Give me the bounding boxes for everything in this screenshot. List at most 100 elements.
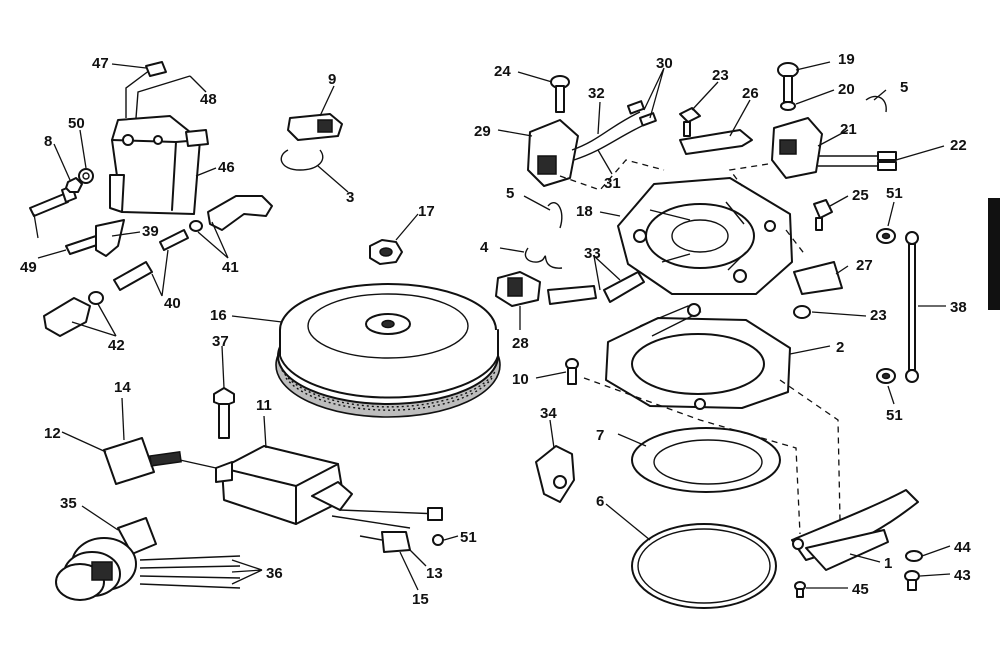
- bracket-screw-part: [793, 305, 811, 319]
- callout-40: 40: [164, 295, 181, 312]
- flywheel-nut-part: [369, 239, 403, 265]
- power-pack-part: [215, 445, 443, 529]
- rod-nut-top-part: [876, 228, 896, 244]
- rod-nut-bottom-part: [876, 368, 896, 384]
- callout-26: 26: [742, 85, 759, 102]
- base-screw-part: [813, 199, 833, 231]
- flywheel-part: [275, 283, 501, 418]
- callout-18: 18: [576, 203, 593, 220]
- sensor-screw-left-part: [550, 75, 570, 113]
- cap-part: [495, 271, 541, 307]
- spark-plug-boot-part: [43, 291, 104, 337]
- callout-5-right: 5: [900, 79, 908, 96]
- callout-48: 48: [200, 91, 217, 108]
- callout-49: 49: [20, 259, 37, 276]
- callout-23-top: 23: [712, 67, 729, 84]
- clip-right-part: [865, 95, 887, 113]
- throttle-arm-part: [791, 489, 919, 571]
- arm-screw-part: [904, 570, 920, 591]
- callout-41: 41: [222, 259, 239, 276]
- callout-11: 11: [256, 397, 272, 414]
- callout-51-bottom: 51: [886, 407, 903, 424]
- callout-7: 7: [596, 427, 604, 444]
- callout-21: 21: [840, 121, 857, 138]
- callout-23-bottom: 23: [870, 307, 887, 324]
- plate-screw-part: [565, 358, 579, 385]
- callout-13: 13: [426, 565, 443, 582]
- callout-1: 1: [884, 555, 892, 572]
- callout-20: 20: [838, 81, 855, 98]
- callout-32: 32: [588, 85, 605, 102]
- callout-30: 30: [656, 55, 673, 72]
- callout-47: 47: [92, 55, 109, 72]
- cam-follower-part: [535, 445, 575, 503]
- bracket-part: [793, 261, 843, 295]
- callout-17: 17: [418, 203, 435, 220]
- link-rod-long-part: [905, 231, 919, 383]
- callout-labels: 47 48 8 50 46 39 49 41 40 42 9 3 17 16 3…: [20, 51, 971, 608]
- callout-25: 25: [852, 187, 869, 204]
- callout-5-left: 5: [506, 185, 514, 202]
- callout-27: 27: [856, 257, 873, 274]
- callout-3: 3: [346, 189, 354, 206]
- timer-base-part: [617, 177, 793, 295]
- pack-bolt-part: [213, 387, 235, 439]
- callout-31: 31: [604, 175, 621, 192]
- callout-15: 15: [412, 591, 429, 608]
- callout-28: 28: [512, 335, 529, 352]
- callout-50: 50: [68, 115, 85, 132]
- callout-33: 33: [584, 245, 601, 262]
- tube-part: [547, 271, 645, 305]
- clamp-screw-part: [65, 219, 125, 257]
- sensor-coil-left-part: [527, 100, 657, 187]
- callout-43: 43: [954, 567, 971, 584]
- ground-wire-part: [359, 531, 444, 553]
- elbow-boot-part: [189, 195, 273, 232]
- rectifier-part: [55, 517, 241, 601]
- leader-lines: [33, 61, 951, 591]
- cam-screw-part: [794, 581, 806, 598]
- retaining-clip-part: [280, 149, 324, 171]
- sensor-screw-right-part: [777, 62, 799, 111]
- callout-34: 34: [540, 405, 557, 422]
- timer-screw-part: [679, 107, 701, 137]
- coil-bolt-part: [29, 168, 94, 217]
- callout-9: 9: [328, 71, 336, 88]
- page-edge-tab: [988, 198, 1000, 310]
- callout-22: 22: [950, 137, 967, 154]
- assembly-guide-lines: [559, 159, 841, 535]
- spring-part: [524, 247, 563, 269]
- callout-2: 2: [836, 339, 844, 356]
- armature-plate-part: [605, 303, 791, 410]
- terminal-part: [287, 113, 343, 141]
- callout-44: 44: [954, 539, 971, 556]
- connector-part: [103, 437, 217, 485]
- callout-12: 12: [44, 425, 61, 442]
- retaining-ring-part: [631, 523, 777, 609]
- callout-38: 38: [950, 299, 967, 316]
- callout-37: 37: [212, 333, 229, 350]
- callout-36: 36: [266, 565, 283, 582]
- callout-8: 8: [44, 133, 52, 150]
- callout-24: 24: [494, 63, 511, 80]
- callout-10: 10: [512, 371, 529, 388]
- callout-45: 45: [852, 581, 869, 598]
- callout-51-left: 51: [460, 529, 477, 546]
- sleeve-part: [113, 229, 189, 291]
- callout-51-top: 51: [886, 185, 903, 202]
- callout-39: 39: [142, 223, 159, 240]
- ignition-coil-part: [109, 61, 209, 215]
- callout-4: 4: [480, 239, 489, 256]
- callout-6: 6: [596, 493, 604, 510]
- callout-46: 46: [218, 159, 235, 176]
- clip-left-part: [547, 202, 563, 229]
- callout-19: 19: [838, 51, 855, 68]
- sensor-coil-right-part: [771, 117, 897, 179]
- arm-washer-part: [905, 550, 923, 562]
- retainer-plate-part: [631, 427, 781, 493]
- callout-16: 16: [210, 307, 227, 324]
- callout-14: 14: [114, 379, 131, 396]
- callout-29: 29: [474, 123, 491, 140]
- callout-42: 42: [108, 337, 125, 354]
